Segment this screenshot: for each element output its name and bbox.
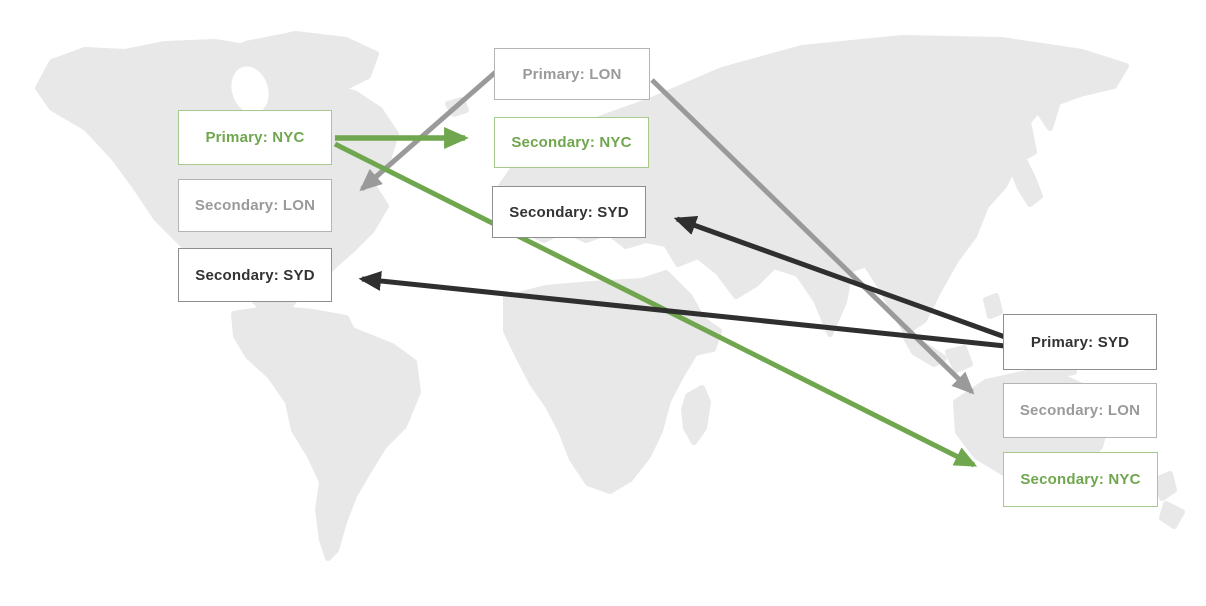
replication-arrows xyxy=(333,68,1006,468)
node-primary-syd: Primary: SYD xyxy=(1003,314,1157,370)
node-secondary-nyc-central: Secondary: NYC xyxy=(494,117,649,168)
node-secondary-syd-west: Secondary: SYD xyxy=(178,248,332,302)
node-secondary-nyc-east: Secondary: NYC xyxy=(1003,452,1158,507)
island-madagascar xyxy=(681,385,711,445)
node-primary-lon: Primary: LON xyxy=(494,48,650,100)
edge-primary-syd-to-secondary-syd-west xyxy=(358,271,1006,349)
island-new-zealand-north xyxy=(1153,471,1177,501)
island-borneo xyxy=(945,345,973,373)
continent-africa xyxy=(503,270,722,494)
node-secondary-lon-east: Secondary: LON xyxy=(1003,383,1157,438)
continent-south-america xyxy=(231,305,421,561)
island-japan xyxy=(1009,157,1043,207)
island-philippines xyxy=(983,293,1003,319)
edge-primary-syd-to-secondary-syd-central xyxy=(673,216,1006,340)
island-new-zealand-south xyxy=(1159,501,1185,529)
edge-primary-lon-to-secondary-lon-east xyxy=(650,78,975,395)
node-secondary-syd-central: Secondary: SYD xyxy=(492,186,646,238)
continent-eurasia xyxy=(494,35,1129,337)
node-secondary-lon-west: Secondary: LON xyxy=(178,179,332,232)
node-primary-nyc: Primary: NYC xyxy=(178,110,332,165)
hudson-bay-water xyxy=(231,66,269,114)
edge-primary-nyc-to-secondary-nyc-east xyxy=(333,141,978,468)
